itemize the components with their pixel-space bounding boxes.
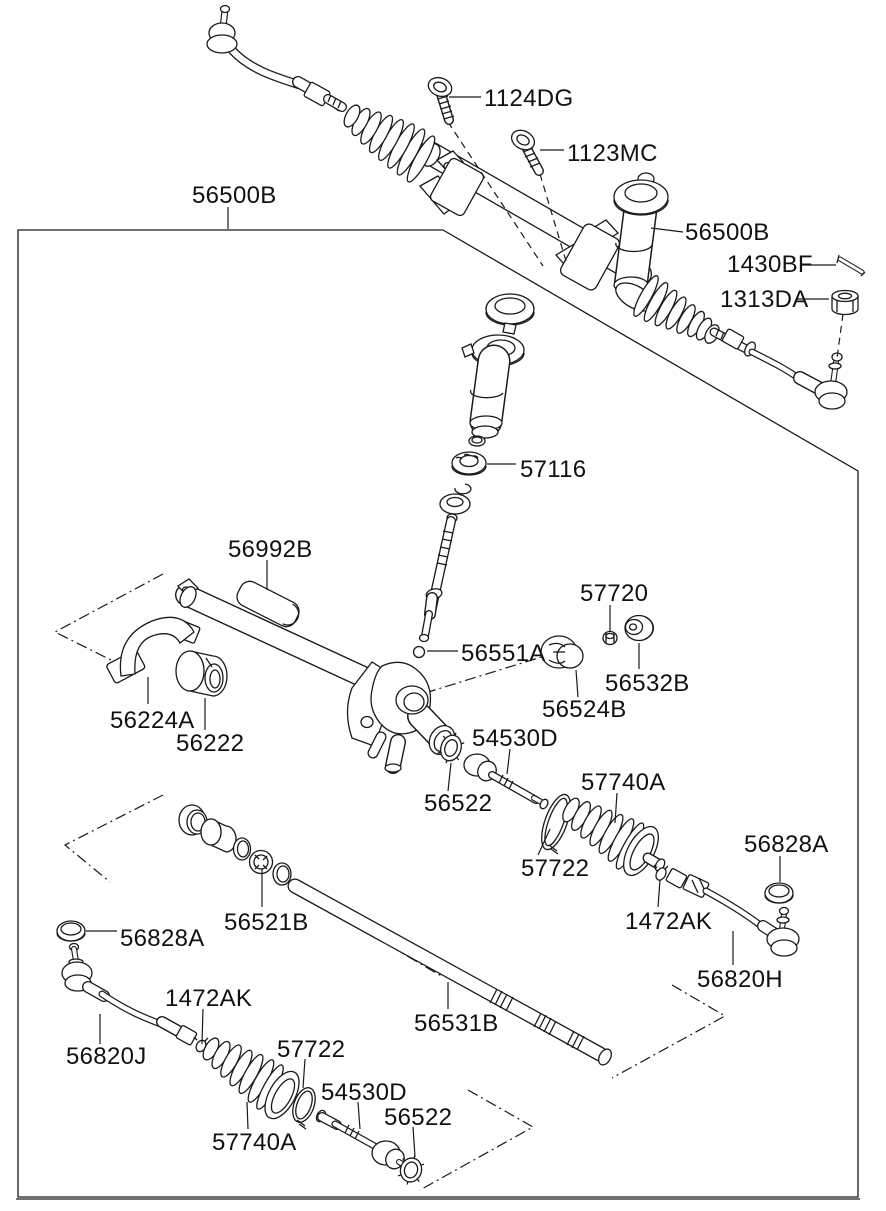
inner-tie-rod-54530D-lower — [315, 1109, 409, 1170]
part-label-57720[interactable]: 57720 — [580, 580, 648, 607]
leader-lines — [86, 96, 836, 1158]
part-label-56222[interactable]: 56222 — [176, 730, 244, 757]
clip-1472AK-right — [653, 864, 669, 881]
bushing-56222 — [175, 650, 228, 697]
part-label-57740A-lower[interactable]: 57740A — [212, 1129, 297, 1156]
part-label-56521B[interactable]: 56521B — [224, 909, 309, 936]
gear-housing — [175, 578, 456, 774]
mount-bracket-2 — [554, 219, 621, 291]
part-label-1123MC[interactable]: 1123MC — [567, 140, 658, 167]
part-label-56820H[interactable]: 56820H — [697, 966, 783, 993]
nut-1313DA — [831, 289, 859, 359]
part-label-56500B-unit[interactable]: 56500B — [685, 219, 770, 246]
rack-bar-56531B — [287, 878, 612, 1066]
part-label-57722-lower[interactable]: 57722 — [277, 1036, 345, 1063]
bolt-1123MC — [510, 129, 567, 262]
part-labels: 1124DG 1123MC 56500B 56500B 1430BF 1313D… — [66, 85, 829, 1156]
part-label-1472AK-right[interactable]: 1472AK — [625, 908, 712, 935]
boot-clamp-57722-upper — [541, 793, 571, 855]
pinion-shaft — [418, 483, 472, 643]
part-label-1430BF[interactable]: 1430BF — [727, 251, 813, 278]
part-label-56828A-right[interactable]: 56828A — [744, 831, 829, 858]
valve-column — [461, 293, 535, 447]
steering-gear-assembly — [206, 4, 848, 410]
part-label-56828A-left[interactable]: 56828A — [120, 925, 205, 952]
part-label-1124DG[interactable]: 1124DG — [484, 85, 573, 112]
bellows-boot-57740A-lower — [202, 1037, 300, 1120]
part-label-56532B[interactable]: 56532B — [605, 670, 690, 697]
part-label-56524B[interactable]: 56524B — [542, 696, 627, 723]
part-label-54530D-upper[interactable]: 54530D — [472, 725, 558, 752]
tie-rod-end-56820H — [665, 868, 800, 957]
part-label-57740A-upper[interactable]: 57740A — [581, 769, 666, 796]
left-tie-rod — [206, 4, 347, 112]
part-label-56522-lower[interactable]: 56522 — [384, 1104, 452, 1131]
part-label-1472AK-left[interactable]: 1472AK — [165, 985, 252, 1012]
cap-56532B — [624, 614, 654, 642]
left-bellows — [343, 104, 436, 183]
clamp-56224A — [106, 616, 201, 684]
boot-clamp-57722-lower — [292, 1087, 316, 1130]
ball-56551A — [412, 645, 426, 659]
part-label-56820J[interactable]: 56820J — [66, 1043, 147, 1070]
rack-support-56521B-group — [178, 804, 292, 886]
tube-sleeve-56992B — [236, 580, 300, 628]
valve-tower — [613, 172, 669, 312]
part-label-1313DA[interactable]: 1313DA — [720, 286, 809, 313]
part-label-56992B[interactable]: 56992B — [228, 536, 313, 563]
bearing-57116 — [451, 451, 487, 476]
part-label-56551A[interactable]: 56551A — [461, 640, 546, 667]
assembly-boundary-box — [16, 229, 860, 1200]
tie-rod-end-56820J — [61, 942, 198, 1046]
dust-cover-56828A-left — [56, 920, 86, 942]
part-label-54530D-lower[interactable]: 54530D — [321, 1079, 407, 1106]
oil-seal-56522-upper — [437, 732, 465, 764]
bolt-1124DG — [427, 76, 544, 267]
part-label-57116[interactable]: 57116 — [520, 456, 586, 483]
mount-bracket-1 — [418, 150, 485, 217]
nut-57720 — [602, 630, 618, 646]
part-label-56500B-box[interactable]: 56500B — [192, 182, 277, 209]
part-label-56531B[interactable]: 56531B — [414, 1010, 499, 1037]
yoke-plug-56524B — [540, 635, 584, 669]
part-label-56522-upper[interactable]: 56522 — [424, 790, 492, 817]
pin-1430BF — [836, 254, 866, 277]
right-tie-rod — [709, 327, 848, 410]
part-label-56224A[interactable]: 56224A — [110, 707, 195, 734]
inner-tie-rod-54530D-upper — [463, 753, 549, 810]
part-label-57722-upper[interactable]: 57722 — [521, 855, 589, 882]
bellows-boot-57740A-upper — [562, 797, 666, 877]
dust-cover-56828A-right — [764, 882, 794, 904]
